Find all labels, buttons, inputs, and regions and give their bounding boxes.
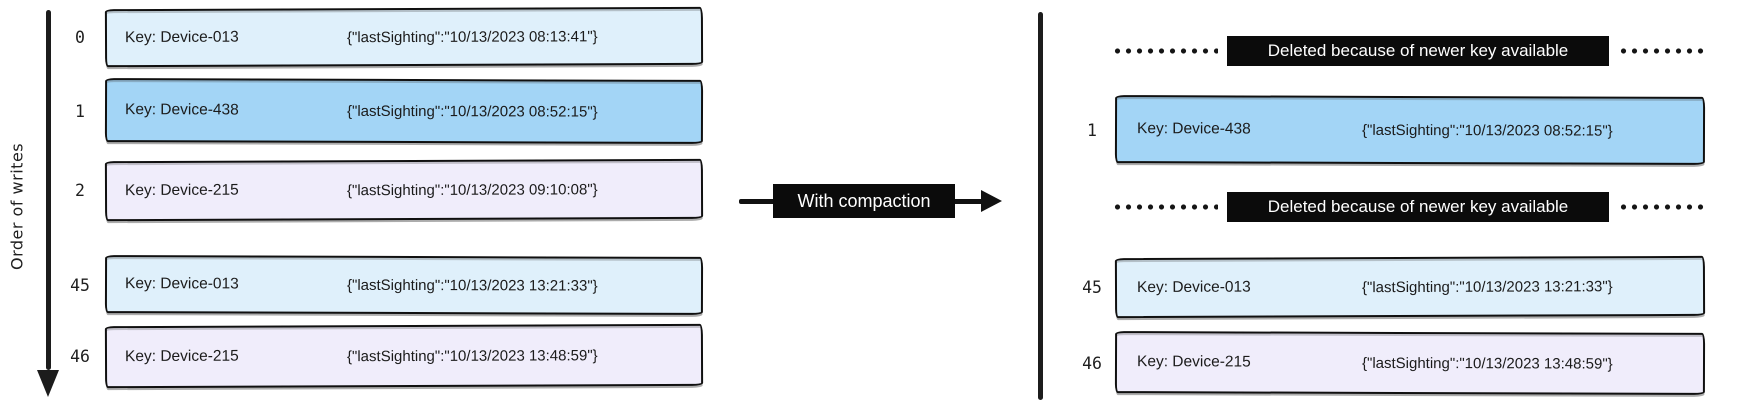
deleted-note: Deleted because of newer key available — [1227, 192, 1609, 222]
order-of-writes-label: Order of writes — [7, 142, 27, 270]
record-key: Key: Device-438 — [124, 101, 239, 119]
with-compaction-label: With compaction — [773, 184, 955, 218]
record-value: {"lastSighting":"10/13/2023 09:10:08"} — [346, 180, 598, 199]
deleted-record-row: Deleted because of newer key available — [1112, 192, 1708, 222]
log-record: 45 Key: Device-013 {"lastSighting":"10/1… — [60, 255, 704, 315]
log-record: 2 Key: Device-215 {"lastSighting":"10/13… — [60, 158, 704, 222]
record-value: {"lastSighting":"10/13/2023 13:21:33"} — [346, 276, 598, 295]
record-value: {"lastSighting":"10/13/2023 13:48:59"} — [346, 346, 598, 365]
log-record: 46 Key: Device-215 {"lastSighting":"10/1… — [60, 323, 704, 389]
log-record: 1 Key: Device-438 {"lastSighting":"10/13… — [1072, 95, 1706, 165]
record-value: {"lastSighting":"10/13/2023 08:52:15"} — [1361, 121, 1613, 140]
record-value: {"lastSighting":"10/13/2023 13:48:59"} — [1361, 354, 1613, 373]
log-record: 1 Key: Device-438 {"lastSighting":"10/13… — [60, 78, 704, 144]
record-value: {"lastSighting":"10/13/2023 13:21:33"} — [1361, 277, 1613, 296]
record-key: Key: Device-013 — [124, 28, 239, 47]
record-key: Key: Device-215 — [124, 181, 239, 200]
dotted-line — [1618, 204, 1708, 210]
log-record: 0 Key: Device-013 {"lastSighting":"10/13… — [60, 6, 704, 68]
dotted-line — [1112, 48, 1218, 54]
record-offset: 46 — [70, 346, 90, 366]
record-key: Key: Device-013 — [124, 275, 239, 293]
record-box: Key: Device-438 {"lastSighting":"10/13/2… — [104, 78, 704, 144]
arrow-right-icon — [981, 190, 1002, 212]
record-offset: 0 — [75, 27, 85, 47]
arrow-down-icon — [37, 370, 59, 397]
record-box: Key: Device-215 {"lastSighting":"10/13/2… — [104, 323, 704, 389]
record-box: Key: Device-013 {"lastSighting":"10/13/2… — [104, 255, 704, 315]
record-offset: 46 — [1082, 353, 1102, 373]
with-compaction-arrow: With compaction — [739, 184, 1003, 220]
record-value: {"lastSighting":"10/13/2023 08:52:15"} — [346, 102, 598, 121]
record-key: Key: Device-013 — [1136, 278, 1251, 297]
deleted-record-row: Deleted because of newer key available — [1112, 36, 1708, 66]
record-box: Key: Device-013 {"lastSighting":"10/13/2… — [1114, 255, 1706, 319]
record-box: Key: Device-215 {"lastSighting":"10/13/2… — [1114, 331, 1706, 395]
record-box: Key: Device-438 {"lastSighting":"10/13/2… — [1114, 95, 1706, 165]
record-offset: 45 — [70, 275, 90, 295]
record-box: Key: Device-013 {"lastSighting":"10/13/2… — [104, 6, 704, 68]
record-offset: 45 — [1082, 277, 1102, 297]
record-offset: 2 — [75, 180, 85, 200]
record-value: {"lastSighting":"10/13/2023 08:13:41"} — [346, 27, 598, 46]
record-offset: 1 — [75, 101, 85, 121]
record-key: Key: Device-215 — [124, 347, 239, 366]
record-offset: 1 — [1087, 120, 1097, 140]
log-record: 46 Key: Device-215 {"lastSighting":"10/1… — [1072, 331, 1706, 395]
order-of-writes-arrow-line — [46, 10, 51, 370]
record-key: Key: Device-438 — [1136, 120, 1251, 138]
deleted-note: Deleted because of newer key available — [1227, 36, 1609, 66]
record-key: Key: Device-215 — [1136, 353, 1251, 371]
dotted-line — [1618, 48, 1708, 54]
dotted-line — [1112, 204, 1218, 210]
record-box: Key: Device-215 {"lastSighting":"10/13/2… — [104, 158, 704, 222]
log-record: 45 Key: Device-013 {"lastSighting":"10/1… — [1072, 255, 1706, 319]
compacted-log-boundary-line — [1038, 12, 1043, 400]
